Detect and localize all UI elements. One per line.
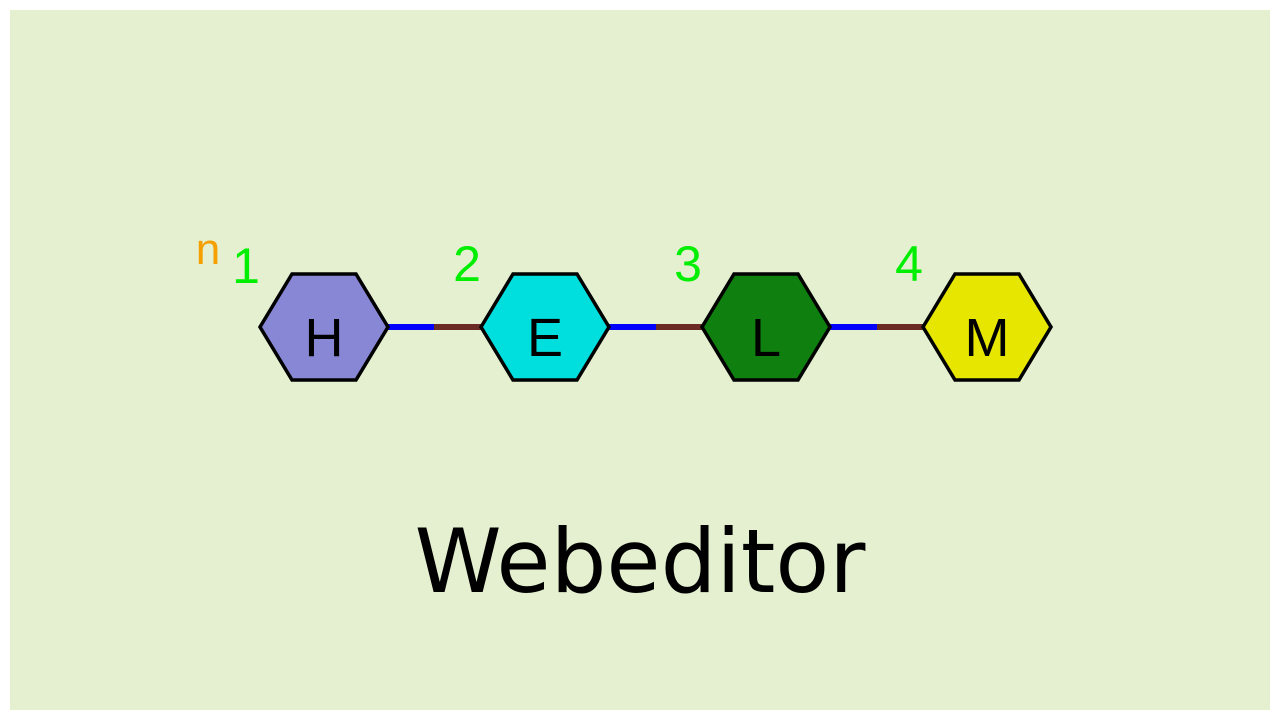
monomer-4-index: 4 — [895, 236, 923, 292]
monomer-3-index: 3 — [674, 236, 702, 292]
monomer-4[interactable]: M — [920, 272, 1054, 382]
page-title: Webeditor — [414, 510, 866, 613]
monomer-1-hexagon — [257, 272, 391, 382]
monomer-2-hexagon — [478, 272, 612, 382]
monomer-2-index: 2 — [453, 236, 481, 292]
canvas-background — [10, 10, 1270, 710]
monomer-4-letter: M — [965, 308, 1010, 368]
monomer-1-letter: H — [305, 308, 344, 368]
monomer-2[interactable]: E — [478, 272, 612, 382]
monomer-1[interactable]: H — [257, 272, 391, 382]
monomer-4-hexagon — [920, 272, 1054, 382]
repeat-label: n — [196, 225, 220, 274]
monomer-3-letter: L — [751, 308, 781, 368]
monomer-2-letter: E — [527, 308, 563, 368]
monomer-3[interactable]: L — [699, 272, 833, 382]
monomer-1-index: 1 — [232, 238, 260, 294]
monomer-3-hexagon — [699, 272, 833, 382]
